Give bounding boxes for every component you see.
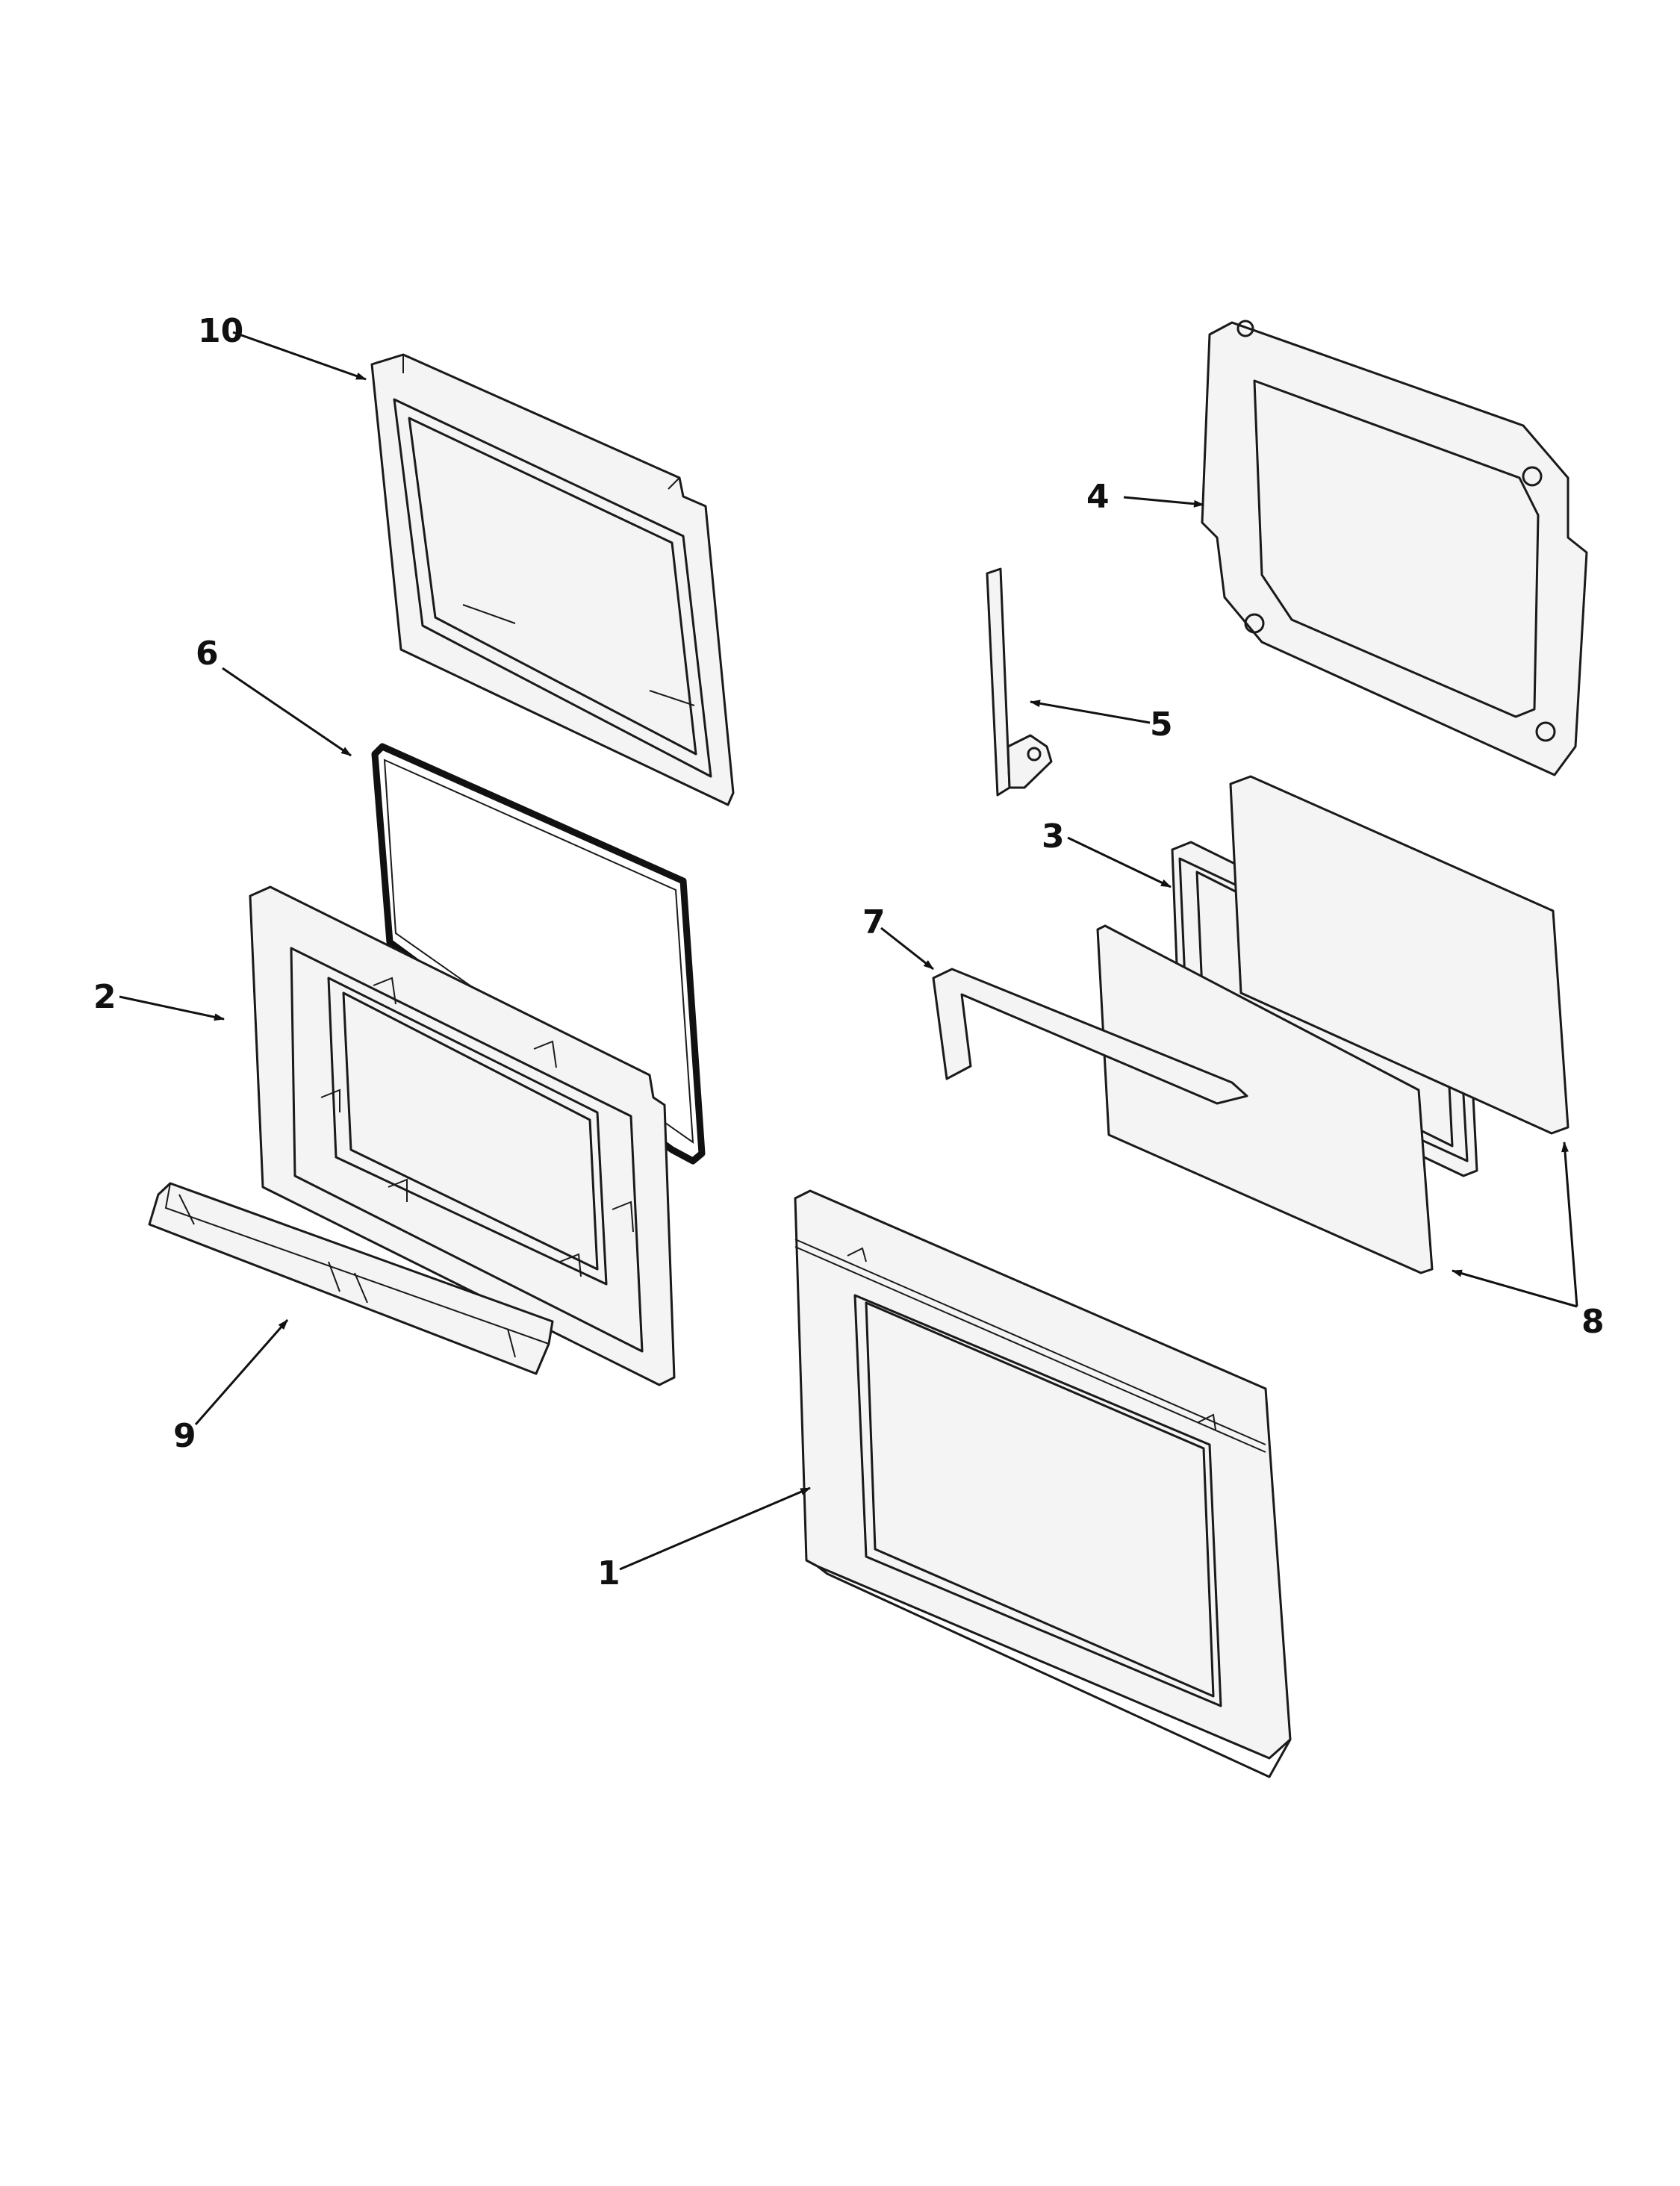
callout-labels: 10 4 5 6 3 7 2 9 8 1	[93, 312, 1605, 1592]
leader-10	[232, 331, 367, 381]
part-10-inner-door-panel	[370, 353, 735, 806]
callout-9: 9	[173, 1417, 196, 1455]
part-5-hinge-bracket	[986, 567, 1053, 797]
part-4-door-liner-plate	[1201, 320, 1588, 776]
callout-5: 5	[1150, 706, 1173, 744]
callout-2: 2	[93, 978, 116, 1016]
callout-7: 7	[862, 903, 886, 941]
callout-1: 1	[597, 1554, 620, 1592]
leader-4	[1123, 496, 1204, 508]
part-8-front-glass	[1096, 924, 1434, 1274]
callout-3: 3	[1042, 818, 1065, 856]
callout-10: 10	[198, 312, 243, 350]
leader-lines	[119, 331, 1578, 1571]
part-7-glass-retainer	[932, 968, 1248, 1105]
part-2-door-frame	[249, 885, 676, 1386]
leader-7	[880, 927, 934, 971]
leader-8-front	[1452, 1269, 1578, 1308]
leader-8-rear	[1561, 1142, 1578, 1307]
part-1-outer-door	[794, 1189, 1292, 1778]
leader-6	[222, 667, 352, 757]
part-8-rear-glass	[1229, 775, 1569, 1135]
callout-4: 4	[1086, 478, 1110, 516]
leader-2	[119, 995, 225, 1021]
callout-6: 6	[196, 635, 219, 673]
part-9-vent-trim	[148, 1182, 554, 1375]
leader-9	[194, 1319, 289, 1425]
leader-3	[1067, 836, 1172, 888]
leader-1	[619, 1486, 811, 1571]
callout-8: 8	[1581, 1303, 1605, 1341]
leader-5	[1030, 700, 1151, 724]
